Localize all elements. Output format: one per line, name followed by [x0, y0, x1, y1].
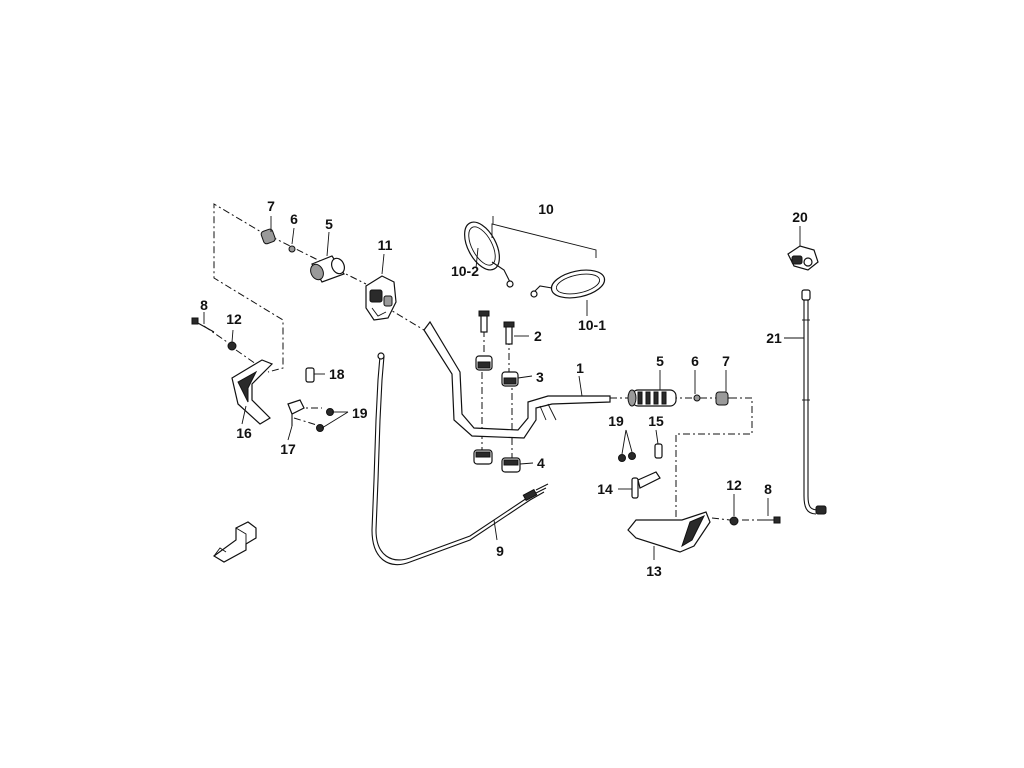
- assembly-dashed-lines: [203, 203, 762, 521]
- callout-6-left: 6: [290, 211, 298, 227]
- callout-7-left: 7: [267, 198, 275, 214]
- clamp-bolt-right: [503, 321, 515, 345]
- right-guard-bolt: [760, 516, 781, 524]
- callout-14: 14: [597, 481, 613, 497]
- left-grip-end-weight: [260, 228, 276, 245]
- front-direction-arrow-icon: [212, 521, 257, 563]
- left-screws-part: [316, 408, 334, 432]
- callout-21: 21: [766, 330, 782, 346]
- callout-11: 11: [378, 237, 393, 253]
- right-mirror-part: [530, 269, 606, 299]
- callout-18: 18: [329, 366, 345, 382]
- right-hand-guard-part: [627, 511, 711, 553]
- left-grip-washer: [288, 245, 296, 253]
- callout-13: 13: [646, 563, 662, 579]
- callout-19-left: 19: [352, 405, 368, 421]
- right-guard-washer: [729, 516, 739, 526]
- right-pin-part: [654, 443, 663, 459]
- callout-8-left: 8: [200, 297, 208, 313]
- callout-19-right: 19: [608, 413, 624, 429]
- left-bracket-part: [287, 399, 305, 426]
- switch-housing-part: [365, 275, 397, 321]
- callout-6-right: 6: [691, 353, 699, 369]
- callout-10: 10: [538, 201, 554, 217]
- switch-cable-part: [801, 289, 827, 515]
- right-grip-part: [627, 389, 677, 407]
- lower-clamp-right: [501, 457, 521, 473]
- callout-5-left: 5: [325, 216, 333, 232]
- callout-16: 16: [236, 425, 252, 441]
- callout-4: 4: [537, 455, 545, 471]
- upper-clamp-left: [475, 355, 493, 371]
- callout-2: 2: [534, 328, 542, 344]
- handlebar-part: [423, 320, 611, 439]
- callout-7-right: 7: [722, 353, 730, 369]
- callout-labels: 7 6 5 11 10 10-2 10-1 2 3 4 1 5 6 7 8 12…: [200, 198, 808, 579]
- callout-12-left: 12: [226, 311, 242, 327]
- clamp-bolt-left: [478, 310, 490, 333]
- left-mirror-part: [464, 221, 514, 288]
- right-bracket-part: [631, 471, 661, 499]
- callout-9: 9: [496, 543, 504, 559]
- callout-17: 17: [280, 441, 296, 457]
- lower-clamp-left: [473, 449, 493, 465]
- callout-10-1: 10-1: [578, 317, 606, 333]
- callout-5-right: 5: [656, 353, 664, 369]
- left-grip-part: [310, 255, 346, 283]
- callout-20: 20: [792, 209, 808, 225]
- throttle-cable-part: [371, 352, 549, 566]
- callout-3: 3: [536, 369, 544, 385]
- left-guard-bolt: [191, 317, 215, 333]
- left-hand-guard-part: [231, 359, 274, 425]
- right-grip-end-weight: [715, 391, 729, 406]
- left-pin-part: [305, 367, 315, 383]
- leader-lines: [203, 216, 804, 560]
- callout-12-right: 12: [726, 477, 742, 493]
- callout-1: 1: [576, 360, 584, 376]
- upper-clamp-right: [501, 371, 519, 387]
- mirror-group-bracket: [491, 223, 597, 258]
- left-guard-washer: [227, 341, 237, 351]
- callout-15: 15: [648, 413, 664, 429]
- callout-8-right: 8: [764, 481, 772, 497]
- right-grip-washer: [693, 394, 701, 402]
- brake-switch-part: [787, 245, 819, 271]
- callout-10-2: 10-2: [451, 263, 479, 279]
- right-screws-part: [618, 452, 636, 462]
